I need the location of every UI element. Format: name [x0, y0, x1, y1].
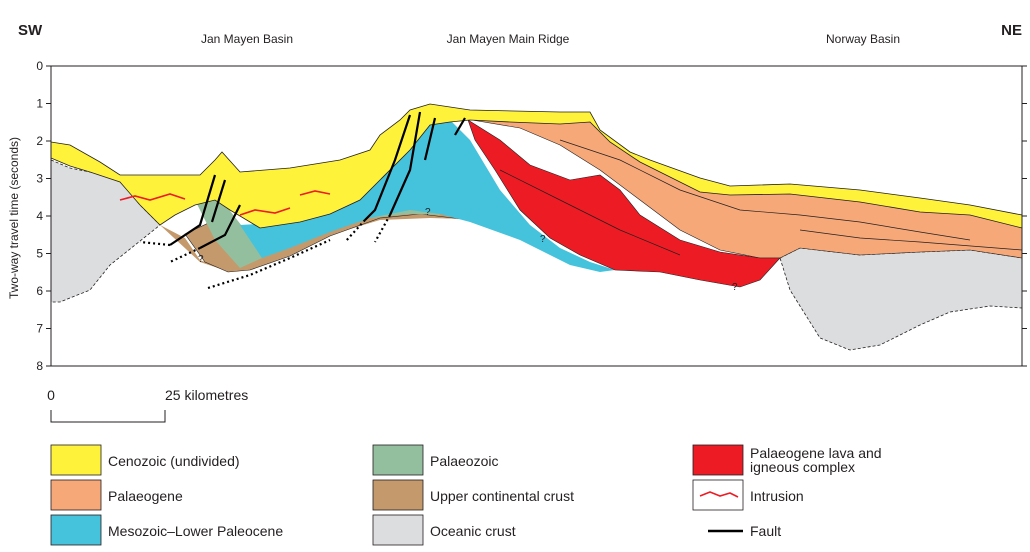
legend-label-fault: Fault: [750, 523, 781, 539]
y-tick-label: 8: [36, 359, 43, 373]
legend-label-lava-line-2: igneous complex: [750, 459, 855, 475]
scale-bar-line: [50, 410, 166, 423]
legend-swatch-upper-continental-crust: [372, 479, 424, 511]
y-tick-label: 4: [36, 209, 43, 223]
region-label-jan-mayen-main-ridge: Jan Mayen Main Ridge: [447, 32, 570, 46]
legend-label-palaeozoic: Palaeozoic: [430, 453, 499, 469]
legend-swatch-oceanic-crust: [372, 514, 424, 546]
region-label-norway-basin: Norway Basin: [826, 32, 900, 46]
legend-swatch-palaeozoic: [372, 444, 424, 476]
intrusions: [119, 190, 331, 216]
legend-swatch-lava-igneous-complex: [692, 444, 744, 476]
scale-bar-start-label: 0: [47, 387, 55, 403]
y-tick-label: 7: [36, 322, 43, 336]
legend-swatch-mesozoic: [50, 514, 102, 546]
legend-label-oceanic-crust: Oceanic crust: [430, 523, 516, 539]
y-axis: Two-way travel time (seconds) 0 1 2 3 4 5 6 7 8: [7, 59, 1027, 373]
ne-direction-label: NE: [1001, 22, 1022, 39]
y-tick-label: 2: [36, 134, 43, 148]
y-tick-label: 3: [36, 172, 43, 186]
uncertainty-marker: ?: [425, 207, 431, 218]
oceanic-crust-right: [779, 247, 1023, 351]
plot-frame: [50, 65, 1023, 367]
legend-label-mesozoic: Mesozoic–Lower Paleocene: [108, 523, 283, 539]
legend-label-upper-continental-crust: Upper continental crust: [430, 488, 574, 504]
legend-label-cenozoic: Cenozoic (undivided): [108, 453, 240, 469]
faults: [169, 111, 466, 249]
y-tick-label: 6: [36, 284, 43, 298]
inferred-faults: [139, 214, 391, 290]
legend-label-lava-line-1: Palaeogene lava and: [750, 445, 882, 461]
intrusion-symbol-icon: [699, 491, 739, 498]
internal-horizons: [499, 139, 1023, 256]
uncertainty-marker: ?: [198, 254, 204, 265]
legend-label-palaeogene: Palaeogene: [108, 488, 183, 504]
legend-swatch-cenozoic: [50, 444, 102, 476]
geological-cross-section: ? ? ? ?: [50, 103, 1023, 351]
region-label-jan-mayen-basin: Jan Mayen Basin: [201, 32, 293, 46]
scale-bar-end-label: 25 kilometres: [165, 387, 248, 403]
y-axis-title: Two-way travel time (seconds): [7, 137, 21, 299]
legend-label-lava-igneous-complex: Palaeogene lava and igneous complex: [750, 445, 885, 475]
y-tick-label: 0: [36, 59, 43, 73]
y-tick-label: 5: [36, 247, 43, 261]
legend: Cenozoic (undivided) Palaeogene Mesozoic…: [50, 444, 885, 546]
uncertainty-marker: ?: [732, 282, 738, 293]
cenozoic-undivided: [50, 103, 1023, 229]
palaeogene-lava-igneous-complex: [467, 119, 781, 288]
scale-bar: 0 25 kilometres: [47, 387, 248, 423]
legend-swatch-palaeogene: [50, 479, 102, 511]
mesozoic-lower-paleocene: [240, 120, 615, 272]
uncertainty-marker: ?: [540, 234, 546, 245]
sw-direction-label: SW: [18, 22, 43, 39]
y-tick-label: 1: [36, 97, 43, 111]
y-axis-ticks: 0 1 2 3 4 5 6 7 8: [36, 59, 1027, 373]
legend-label-intrusion: Intrusion: [750, 488, 804, 504]
